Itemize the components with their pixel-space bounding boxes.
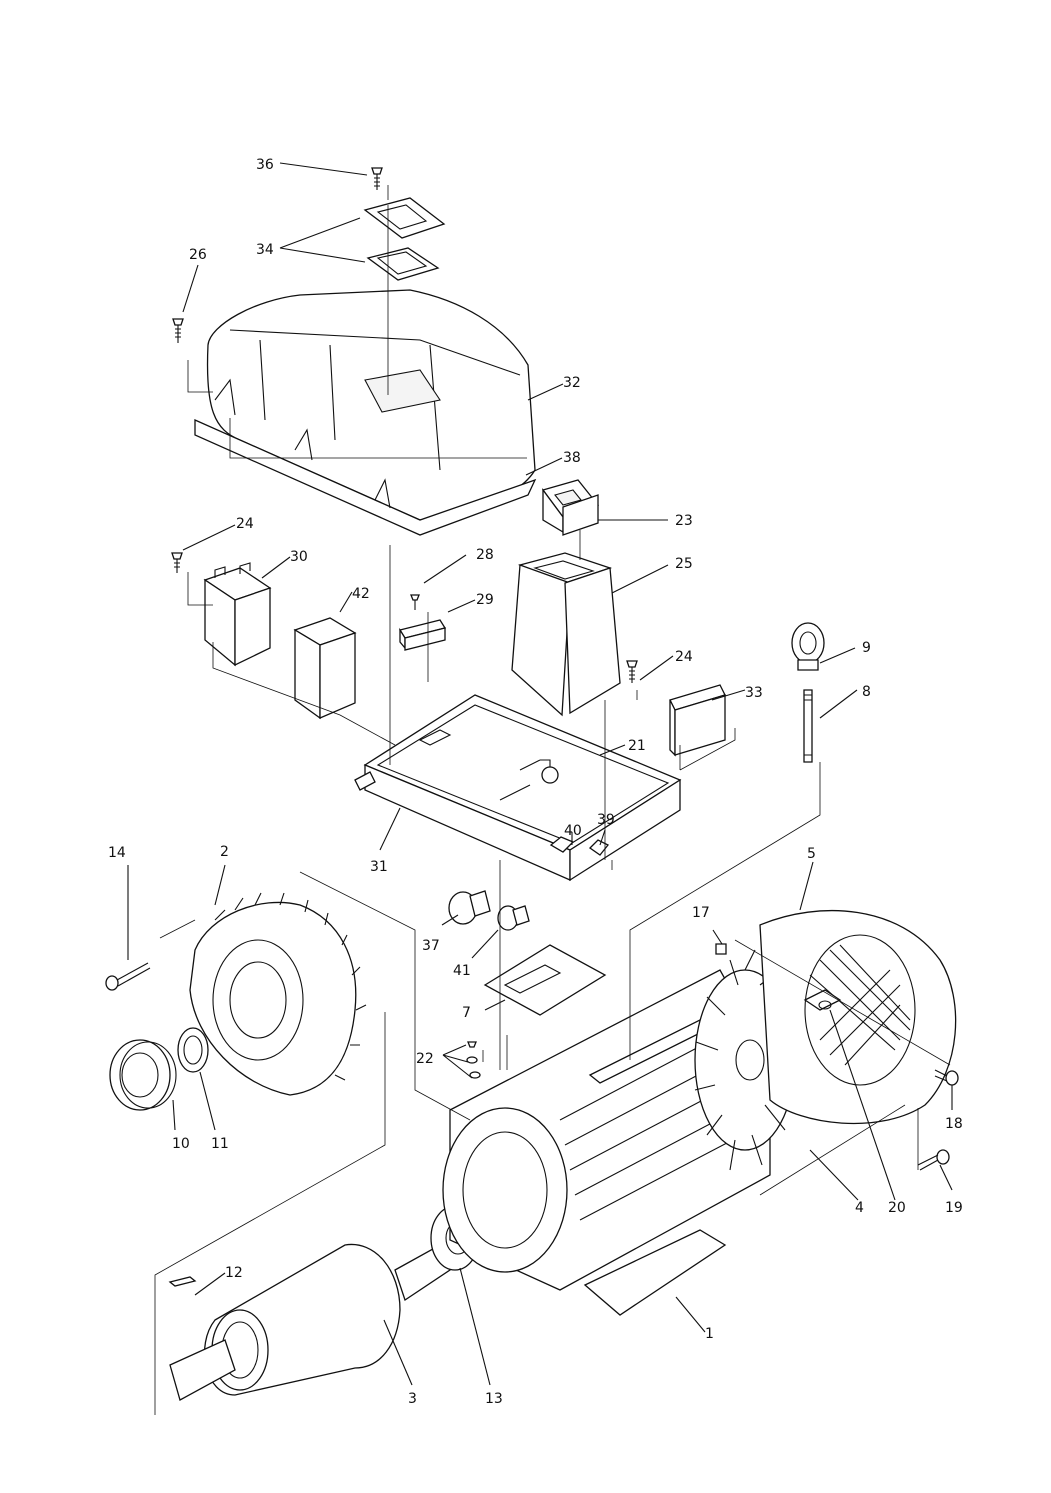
eye-bolt-9 <box>791 622 825 671</box>
callout-4: 4 <box>855 1200 864 1216</box>
callout-38: 38 <box>563 450 581 466</box>
callout-13: 13 <box>485 1391 503 1407</box>
callout-34: 34 <box>256 242 274 258</box>
callout-1: 1 <box>705 1326 714 1342</box>
callout-24-right: 24 <box>675 649 693 665</box>
callout-2: 2 <box>220 844 229 860</box>
callout-17: 17 <box>692 905 710 921</box>
leader-lines <box>127 162 953 1386</box>
nut-17 <box>715 943 727 955</box>
callout-7: 7 <box>462 1005 471 1021</box>
callout-21: 21 <box>628 738 646 754</box>
fan-cover-5 <box>759 910 957 1125</box>
callout-39: 39 <box>597 812 615 828</box>
seal-39 <box>588 839 610 856</box>
cable-gland-41 <box>497 905 530 931</box>
terminal-box-cover-32 <box>194 289 537 536</box>
screw-24-right <box>626 660 638 683</box>
callout-3: 3 <box>408 1391 417 1407</box>
screw-washer-22 <box>466 1041 481 1079</box>
callout-25: 25 <box>675 556 693 572</box>
callout-40: 40 <box>564 823 582 839</box>
terminal-block-29 <box>398 619 447 651</box>
bracket-20 <box>803 989 842 1011</box>
callout-29: 29 <box>476 592 494 608</box>
callout-31: 31 <box>370 859 388 875</box>
key-12 <box>168 1276 197 1287</box>
terminal-plate-7 <box>483 944 607 1016</box>
plate-33 <box>669 684 726 757</box>
callout-24-left: 24 <box>236 516 254 532</box>
callout-41: 41 <box>453 963 471 979</box>
callout-42: 42 <box>352 586 370 602</box>
callout-12: 12 <box>225 1265 243 1281</box>
callout-23: 23 <box>675 513 693 529</box>
terminal-box-base-31 <box>354 694 682 882</box>
cable-gland-37 <box>448 890 491 925</box>
callout-19: 19 <box>945 1200 963 1216</box>
screw-19 <box>917 1149 950 1171</box>
callout-26: 26 <box>189 247 207 263</box>
callout-32: 32 <box>563 375 581 391</box>
switch-23 <box>541 479 600 536</box>
motor-housing-1 <box>442 969 771 1316</box>
callout-8: 8 <box>862 684 871 700</box>
callout-28: 28 <box>476 547 494 563</box>
relay-42 <box>293 617 357 720</box>
callout-14: 14 <box>108 845 126 861</box>
screw-24-left <box>171 552 183 573</box>
assembly-guide-lines <box>154 185 951 1415</box>
seal-40 <box>549 836 575 853</box>
bearing-10 <box>109 1039 177 1111</box>
switch-housing-25 <box>511 552 621 717</box>
callout-11: 11 <box>211 1136 229 1152</box>
callout-22: 22 <box>416 1051 434 1067</box>
callout-30: 30 <box>290 549 308 565</box>
screw-36 <box>371 167 383 190</box>
callout-5: 5 <box>807 846 816 862</box>
terminal-screw-28 <box>410 594 420 610</box>
callout-10: 10 <box>172 1136 190 1152</box>
seal-ring-11 <box>177 1027 209 1073</box>
screw-14 <box>105 962 151 991</box>
screw-26 <box>172 318 184 343</box>
rod-8 <box>803 689 813 763</box>
window-gasket-34 <box>363 197 446 281</box>
callout-36: 36 <box>256 157 274 173</box>
callout-9: 9 <box>862 640 871 656</box>
callout-labels: 1 2 3 4 5 7 8 9 10 11 12 13 14 17 18 19 … <box>108 157 963 1407</box>
callout-37: 37 <box>422 938 440 954</box>
callout-18: 18 <box>945 1116 963 1132</box>
callout-20: 20 <box>888 1200 906 1216</box>
end-shield-2 <box>189 892 367 1096</box>
contactor-30 <box>203 562 272 667</box>
callout-33: 33 <box>745 685 763 701</box>
